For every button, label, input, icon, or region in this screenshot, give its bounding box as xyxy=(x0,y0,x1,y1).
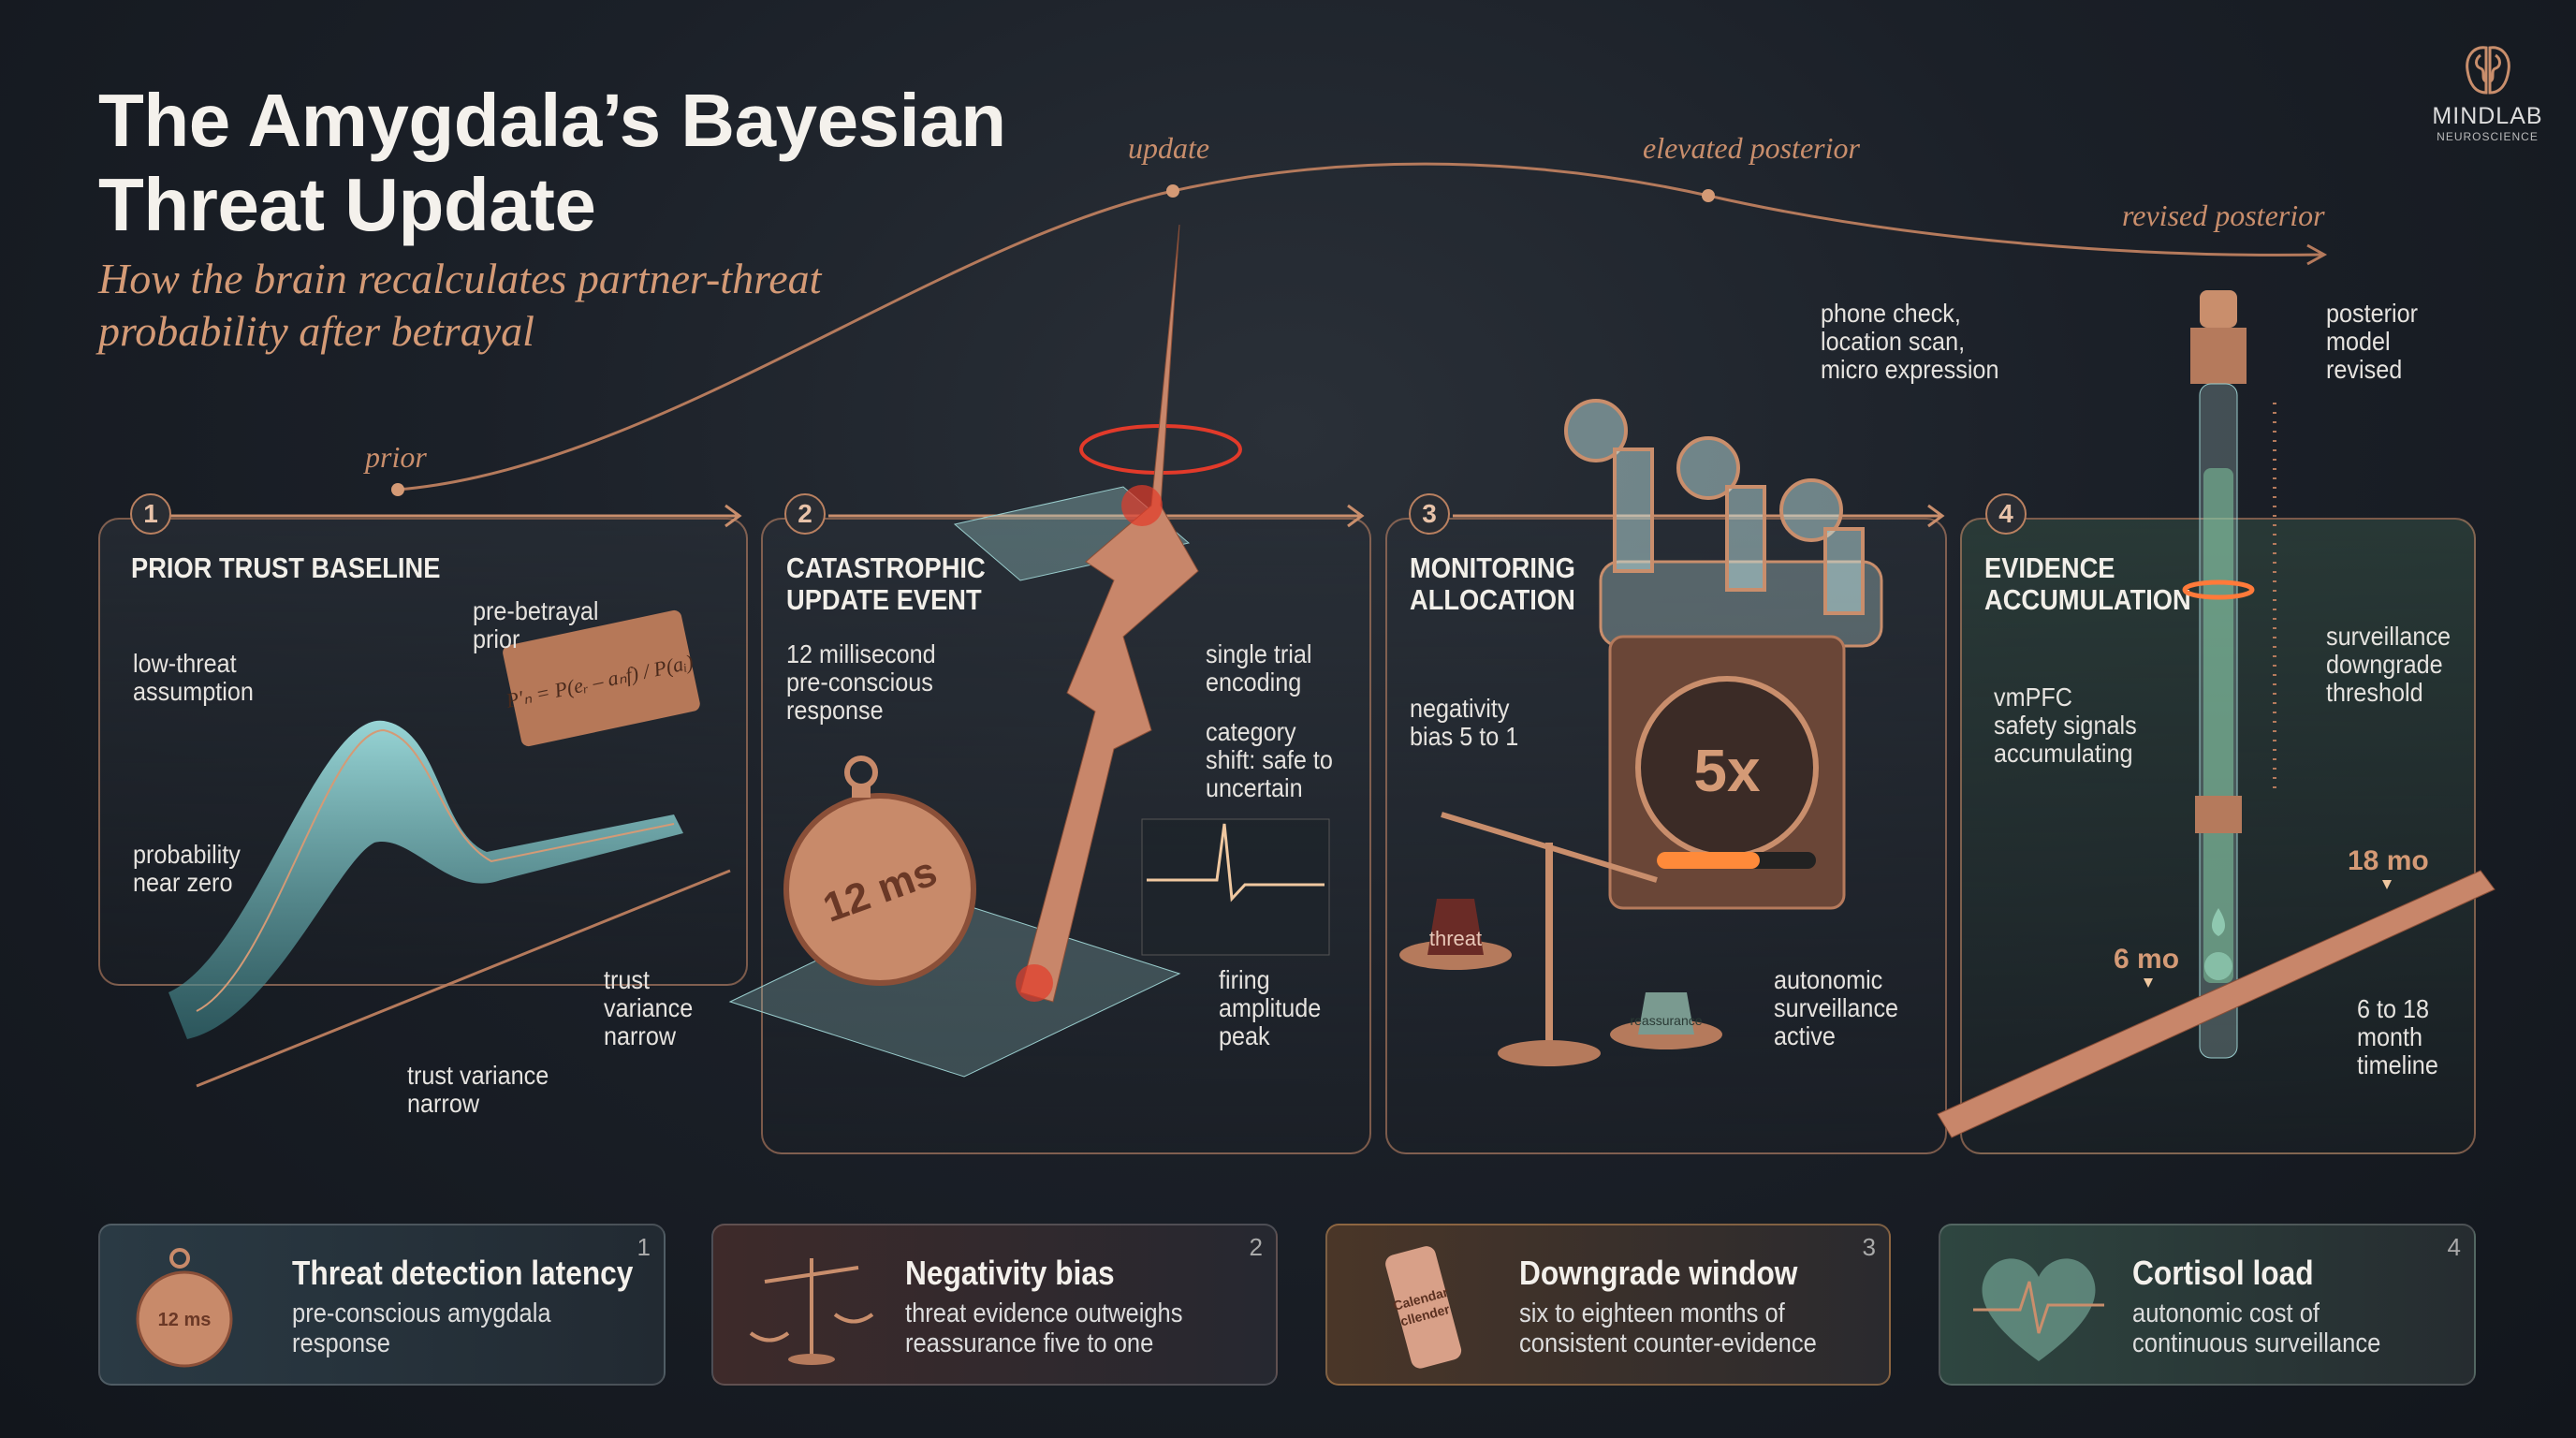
balance-scale-icon xyxy=(749,1258,874,1365)
marker-6-mo: 6 mo xyxy=(2114,944,2180,975)
arrow-icon xyxy=(1453,504,1945,528)
logo-tagline: NEUROSCIENCE xyxy=(2437,130,2539,143)
reassurance-weight-label: reassurance xyxy=(1630,1013,1702,1028)
burette-valve-top xyxy=(2190,328,2247,384)
card-number: 1 xyxy=(637,1233,651,1261)
title-line-2: Threat Update xyxy=(98,163,596,246)
drop-icon xyxy=(2212,908,2225,936)
gauge-value: 5x xyxy=(1693,737,1761,804)
stopwatch-icon: 12 ms xyxy=(136,1248,233,1368)
card-number: 3 xyxy=(1862,1233,1876,1261)
evidence-fluid-level xyxy=(2203,468,2233,983)
curve-point-elevated xyxy=(1702,189,1715,202)
balance-scale-illustration: threat reassurance xyxy=(1399,812,1722,1066)
camera-icon xyxy=(1676,436,1740,500)
timeline-ruler xyxy=(1937,870,2496,1138)
firing-amplitude-chart xyxy=(1141,818,1330,956)
bell-curve-shape xyxy=(168,720,683,1039)
card-title: Negativity bias xyxy=(905,1254,1115,1292)
camera-icon xyxy=(1564,399,1628,462)
stopwatch-illustration: 12 ms xyxy=(783,756,976,986)
curve-label-update: update xyxy=(1128,131,1210,165)
step-number-3: 3 xyxy=(1409,493,1450,535)
marker-18-mo: 18 mo xyxy=(2348,845,2429,876)
panel-1-title: PRIOR TRUST BASELINE xyxy=(131,551,441,584)
surveillance-device-illustration: 5x threat reassurance xyxy=(1399,399,1883,1066)
card-title: Cortisol load xyxy=(2132,1254,2314,1292)
subtitle-line-2: probability after betrayal xyxy=(98,307,534,355)
card-number: 4 xyxy=(2447,1233,2461,1261)
burette-illustration xyxy=(1937,290,2496,1138)
arrow-icon xyxy=(168,504,742,528)
gauge-level-bar xyxy=(1657,852,1760,869)
downgrade-threshold-ring xyxy=(2182,580,2255,600)
camera-icon xyxy=(1779,478,1843,542)
curve-line xyxy=(397,162,2322,492)
panel-arrows xyxy=(168,504,1945,528)
logo-name: MINDLAB xyxy=(2432,103,2543,129)
threat-weight-label: threat xyxy=(1429,927,1482,950)
heart-icon xyxy=(1973,1258,2104,1361)
mindlab-logo: MINDLAB NEUROSCIENCE xyxy=(2424,42,2551,143)
svg-text:12 ms: 12 ms xyxy=(158,1310,212,1330)
subtitle-line-1: How the brain recalculates partner-threa… xyxy=(98,255,822,302)
card-threat-latency: 12 ms Threat detection latency pre-consc… xyxy=(98,1224,666,1386)
brain-icon xyxy=(2465,46,2510,95)
bayesian-update-curve xyxy=(391,162,2328,496)
arrow-icon xyxy=(828,504,1365,528)
trust-scale-ruler xyxy=(196,869,731,1088)
probability-distribution-illustration: P′ₙ = P(eᵣ – aₙf) / P(aᵢ) xyxy=(168,609,731,1088)
page-subtitle: How the brain recalculates partner-threa… xyxy=(98,253,821,358)
card-number: 2 xyxy=(1249,1233,1263,1261)
step-number-2: 2 xyxy=(784,493,826,535)
formula-plaque xyxy=(503,609,700,747)
card-negativity-bias: Negativity bias threat evidence outweigh… xyxy=(711,1224,1278,1386)
card-title: Downgrade window xyxy=(1519,1254,1798,1292)
curve-label-prior: prior xyxy=(365,440,427,474)
card-title: Threat detection latency xyxy=(292,1254,634,1292)
label-checks: phone check,location scan,micro expressi… xyxy=(1821,299,1999,384)
curve-point-prior xyxy=(391,483,404,496)
curve-label-elevated-posterior: elevated posterior xyxy=(1643,131,1860,165)
lightning-bolt-illustration: 12 ms xyxy=(728,224,1330,1078)
step-number-4: 4 xyxy=(1985,493,2027,535)
step-number-1: 1 xyxy=(130,493,171,535)
curve-point-update xyxy=(1166,184,1179,198)
curve-label-revised-posterior: revised posterior xyxy=(2122,198,2325,232)
curve-arrow-icon xyxy=(2306,243,2328,266)
title-line-1: The Amygdala’s Bayesian xyxy=(98,79,1006,162)
